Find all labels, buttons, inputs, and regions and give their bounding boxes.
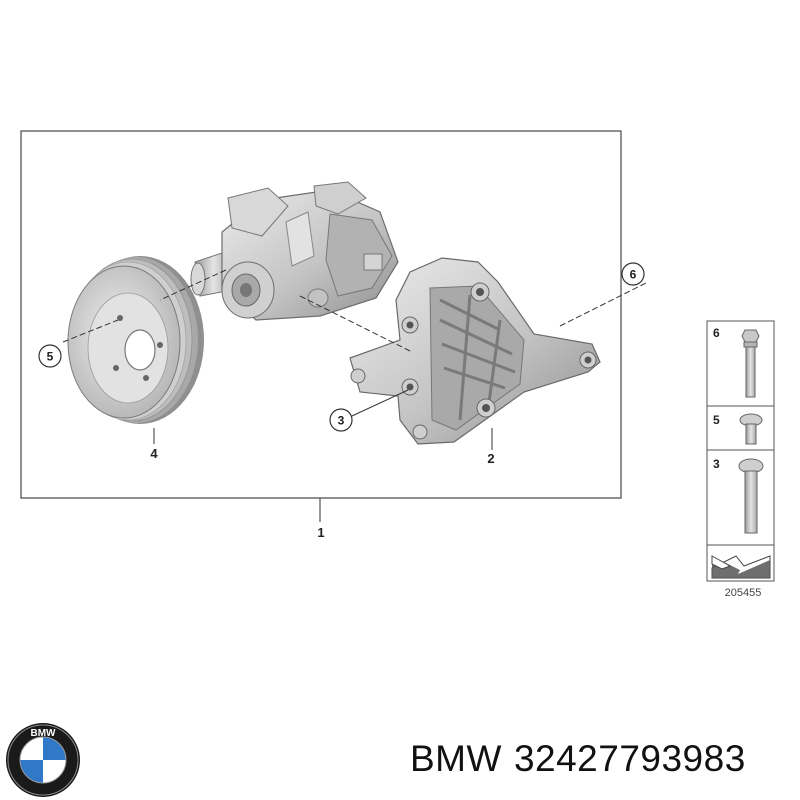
assembly-lines	[62, 269, 649, 522]
long-screw-icon	[738, 458, 764, 534]
bmw-logo-icon: BMW	[6, 723, 80, 797]
bracket-part	[349, 257, 601, 445]
pulley-part	[67, 256, 204, 424]
callout-label-5: 5	[47, 350, 54, 364]
legend-label-3: 3	[713, 457, 720, 471]
brand-name: BMW	[410, 738, 502, 779]
fastener-legend: 6 5 3	[706, 320, 775, 582]
callout-circle-6: 6	[621, 262, 645, 286]
legend-label-6: 6	[713, 326, 720, 340]
power-steering-pump	[190, 181, 399, 321]
short-screw-icon	[739, 413, 763, 445]
diagram-code: 205455	[725, 587, 762, 599]
callout-label-6: 6	[630, 268, 637, 282]
callout-label-4: 4	[150, 446, 158, 461]
callout-4: 4	[150, 446, 158, 461]
callout-1: 1	[317, 525, 324, 540]
part-title: BMW 32427793983	[410, 738, 758, 780]
callout-label-2: 2	[487, 451, 494, 466]
direction-arrow-icon	[711, 555, 771, 579]
hex-bolt-icon	[741, 329, 760, 398]
legend-label-5: 5	[713, 413, 720, 427]
callout-label-3: 3	[338, 414, 345, 428]
callout-circle-5: 5	[38, 344, 62, 368]
callout-label-1: 1	[317, 525, 324, 540]
svg-text:BMW: BMW	[31, 728, 57, 739]
callout-circle-3: 3	[329, 408, 353, 432]
assembly-frame	[20, 130, 622, 499]
part-number: 32427793983	[513, 738, 746, 779]
callout-2: 2	[487, 451, 494, 466]
